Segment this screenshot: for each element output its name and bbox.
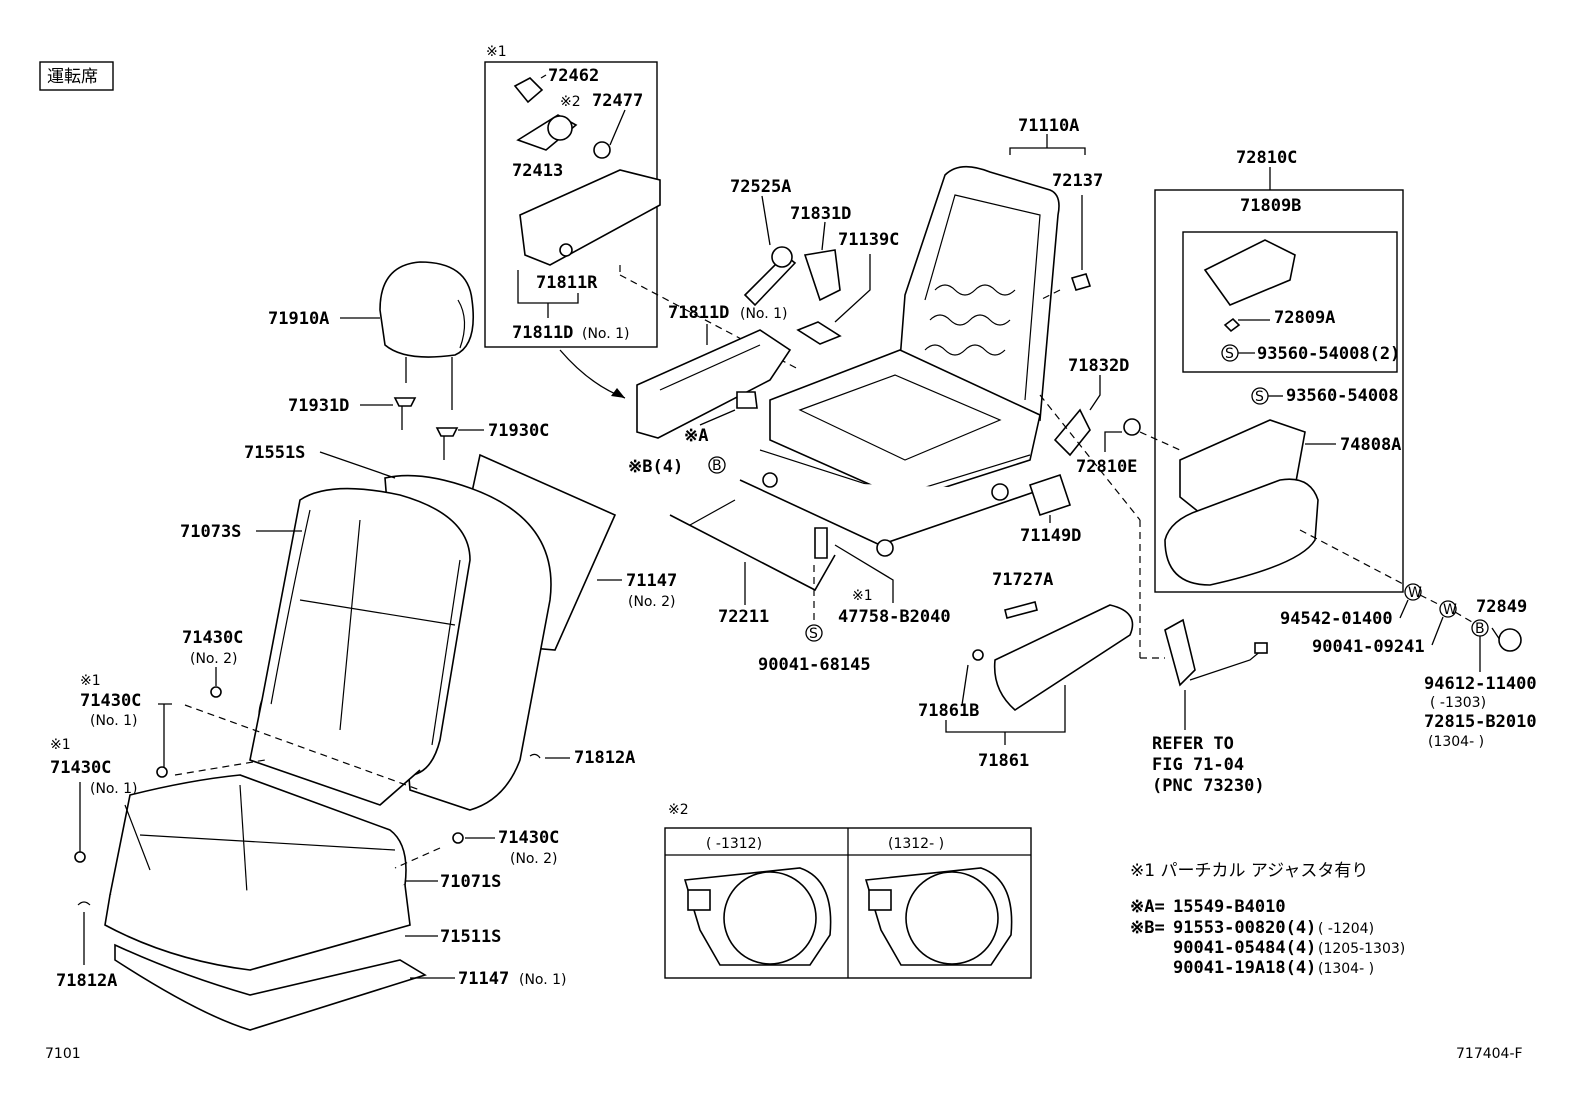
headrest bbox=[379, 261, 475, 460]
part-71147-no2-note: (No. 2) bbox=[628, 594, 676, 610]
part-94612-11400-note: ( -1303) bbox=[1430, 695, 1486, 711]
part-71811D-inset: 71811D bbox=[512, 323, 573, 343]
part-71812A-lower: 71812A bbox=[56, 971, 117, 991]
part-47758-B2040: 47758-B2040 bbox=[838, 607, 951, 627]
part-71931D: 71931D bbox=[288, 396, 349, 416]
inset-1-note-mark: ※2 bbox=[560, 94, 581, 110]
circle-W-1: W bbox=[1408, 585, 1422, 601]
part-71861: 71861 bbox=[978, 751, 1029, 771]
part-90041-68145: 90041-68145 bbox=[758, 655, 871, 675]
inset-2-mark: ※2 bbox=[668, 802, 689, 818]
part-71147-no1: 71147 bbox=[458, 969, 509, 989]
note-B-line-3-date: (1304- ) bbox=[1318, 961, 1374, 977]
part-71811R: 71811R bbox=[536, 273, 598, 293]
circle-B: B bbox=[712, 458, 722, 474]
inset-1: ※1 72462 ※2 72477 72413 71811R 71811D (N… bbox=[484, 44, 661, 348]
part-72815-B2010: 72815-B2010 bbox=[1424, 712, 1537, 732]
note-B-key: ※B= bbox=[1130, 918, 1165, 938]
part-71430C-b: 71430C bbox=[80, 691, 141, 711]
part-93560-54008: 93560-54008 bbox=[1286, 386, 1399, 406]
part-71831D: 71831D bbox=[790, 204, 851, 224]
part-72810E: 72810E bbox=[1076, 457, 1137, 477]
part-72815-B2010-note: (1304- ) bbox=[1428, 734, 1484, 750]
part-71073S: 71073S bbox=[180, 522, 241, 542]
note-B-line-1: 91553-00820(4) bbox=[1173, 918, 1316, 938]
part-71812A-upper: 71812A bbox=[574, 748, 635, 768]
circle-W-2: W bbox=[1443, 602, 1457, 618]
header-tag: 運転席 bbox=[47, 67, 98, 87]
part-71809B: 71809B bbox=[1240, 196, 1301, 216]
part-71147-no2: 71147 bbox=[626, 571, 677, 591]
part-71910A: 71910A bbox=[268, 309, 329, 329]
part-71811D-inset-note: (No. 1) bbox=[582, 326, 630, 342]
refer-line-1: REFER TO bbox=[1152, 734, 1234, 754]
part-90041-09241: 90041-09241 bbox=[1312, 637, 1425, 657]
part-72462: 72462 bbox=[548, 66, 599, 86]
seat-frame bbox=[739, 165, 1060, 557]
seat-cushion bbox=[104, 774, 427, 1031]
side-shield bbox=[636, 329, 792, 439]
header-tag-box bbox=[39, 61, 114, 91]
part-71430C-a: 71430C bbox=[182, 628, 243, 648]
part-72413: 72413 bbox=[512, 161, 563, 181]
note-B-line-2: 90041-05484(4) bbox=[1173, 938, 1316, 958]
refer-line-2: FIG 71-04 bbox=[1152, 755, 1244, 775]
part-71811D-main-note: (No. 1) bbox=[740, 306, 788, 322]
part-71430C-c: 71430C bbox=[50, 758, 111, 778]
part-72525A: 72525A bbox=[730, 177, 791, 197]
inset-1-mark: ※1 bbox=[486, 44, 507, 60]
part-72809A: 72809A bbox=[1274, 308, 1335, 328]
inset-2-col2: (1312- ) bbox=[888, 836, 944, 852]
note-A-value: 15549-B4010 bbox=[1173, 897, 1286, 917]
part-93560-54008-2: 93560-54008(2) bbox=[1257, 344, 1400, 364]
part-71110A: 71110A bbox=[1018, 116, 1079, 136]
part-71811D-main: 71811D bbox=[668, 303, 729, 323]
part-72211: 72211 bbox=[718, 607, 769, 627]
part-71139C: 71139C bbox=[838, 230, 899, 250]
circle-S-2: S bbox=[1225, 346, 1234, 362]
inset-2: ※2 ( -1312) (1312- ) bbox=[664, 802, 1032, 979]
part-71430C-c-note: (No. 1) bbox=[90, 781, 138, 797]
circle-S-1: S bbox=[809, 626, 818, 642]
part-74808A: 74808A bbox=[1340, 435, 1401, 455]
part-71832D: 71832D bbox=[1068, 356, 1129, 376]
circle-S-3: S bbox=[1255, 389, 1264, 405]
refer-line-3: (PNC 73230) bbox=[1152, 776, 1265, 796]
part-94542-01400: 94542-01400 bbox=[1280, 609, 1393, 629]
part-71511S: 71511S bbox=[440, 927, 501, 947]
clip-b-mark: ※1 bbox=[80, 673, 101, 689]
part-71727A: 71727A bbox=[992, 570, 1053, 590]
clip-c-mark: ※1 bbox=[50, 737, 71, 753]
part-71430C-d: 71430C bbox=[498, 828, 559, 848]
part-71861B: 71861B bbox=[918, 701, 979, 721]
part-71147-no1-note: (No. 1) bbox=[519, 972, 567, 988]
part-72477: 72477 bbox=[592, 91, 643, 111]
part-71430C-b-note: (No. 1) bbox=[90, 713, 138, 729]
note-B-line-1-date: ( -1204) bbox=[1318, 921, 1374, 937]
part-71430C-d-note: (No. 2) bbox=[510, 851, 558, 867]
note-B-line-3: 90041-19A18(4) bbox=[1173, 958, 1316, 978]
inset-2-col1: ( -1312) bbox=[706, 836, 762, 852]
note-A-key: ※A= bbox=[1130, 897, 1165, 917]
part-71930C: 71930C bbox=[488, 421, 549, 441]
part-72137: 72137 bbox=[1052, 171, 1103, 191]
mark-B: ※B(4) bbox=[628, 457, 683, 477]
mark-A: ※A bbox=[684, 426, 708, 446]
note-1: ※1 パーチカル アジャスタ有り bbox=[1130, 861, 1368, 881]
part-72810C: 72810C bbox=[1236, 148, 1297, 168]
armrest-box bbox=[1154, 189, 1404, 593]
part-71430C-a-note: (No. 2) bbox=[190, 651, 238, 667]
part-71551S: 71551S bbox=[244, 443, 305, 463]
footer-left: 7101 bbox=[45, 1046, 81, 1062]
mark-1-stay: ※1 bbox=[852, 588, 873, 604]
seatback bbox=[249, 453, 617, 811]
footer-right: 717404-F bbox=[1456, 1046, 1523, 1062]
part-94612-11400: 94612-11400 bbox=[1424, 674, 1537, 694]
part-71149D: 71149D bbox=[1020, 526, 1081, 546]
part-72849: 72849 bbox=[1476, 597, 1527, 617]
part-71071S: 71071S bbox=[440, 872, 501, 892]
note-B-line-2-date: (1205-1303) bbox=[1318, 941, 1405, 957]
circle-B-2: B bbox=[1475, 621, 1485, 637]
